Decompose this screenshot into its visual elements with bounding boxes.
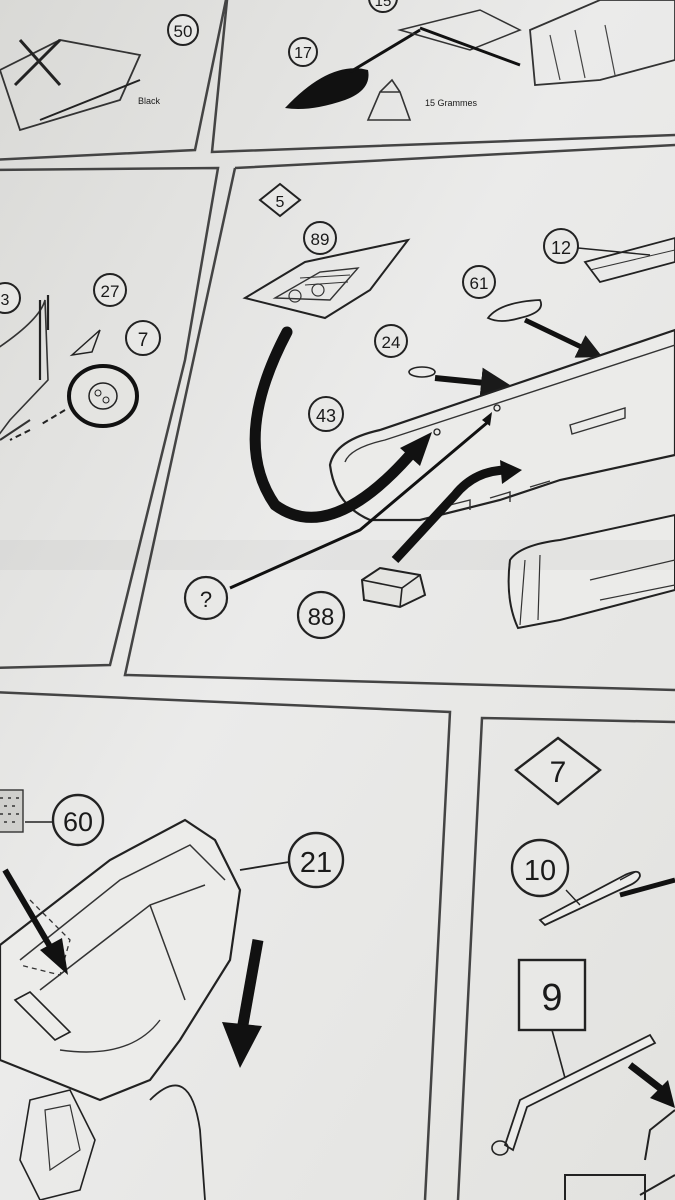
part-60-label: 60: [63, 807, 93, 837]
part-24-callout: [374, 324, 408, 358]
cockpit-part-89: [242, 238, 411, 320]
step-7-panel: 7 10 9: [456, 716, 675, 1200]
wing-part-21: [0, 818, 242, 1200]
part-12-callout: [543, 228, 579, 264]
part-61-label: 61: [470, 274, 489, 293]
small-part-24: [408, 366, 436, 378]
part-7-label: 7: [138, 330, 149, 351]
step-7-marker: 7: [514, 736, 602, 806]
step-5-number: 5: [276, 194, 285, 211]
ballast-weight: [366, 78, 412, 121]
part-27-callout: [93, 273, 127, 307]
part-61-callout: [462, 265, 496, 299]
black-note: Black: [138, 96, 161, 106]
grammes-note: 15 Grammes: [425, 98, 478, 108]
part-88-callout: [296, 590, 346, 640]
engine-nacelle: [529, 0, 675, 86]
fuselage-part-43: [328, 328, 675, 522]
step-5-panel: 5 89 12 61 24: [123, 143, 675, 692]
part-89-label: 89: [311, 230, 330, 249]
part-21-label: 21: [300, 847, 332, 879]
nose-cone: [285, 68, 369, 109]
undercarriage-bay: [19, 1089, 96, 1200]
part-50-callout: [167, 14, 199, 46]
panel-part-12: [577, 237, 675, 284]
part-unknown-callout: [183, 575, 229, 621]
step-5-marker: 5: [258, 182, 302, 218]
part-21-callout: [287, 831, 345, 889]
part-89-callout: [303, 221, 337, 255]
top-right-panel: 17 15 Grammes 15: [210, 0, 675, 154]
rear-fuselage: [507, 513, 675, 630]
down-arrow: [236, 939, 264, 1031]
clear-part-61: [486, 299, 542, 322]
part-9-callout: 9: [517, 958, 587, 1032]
top-left-panel: 50 Black: [0, 0, 228, 161]
aileron: [13, 991, 72, 1041]
left-middle-panel: 3 27 7: [0, 166, 220, 670]
part-27-label: 27: [101, 282, 120, 301]
stipple-swatch: [0, 789, 24, 833]
part-3-callout: [0, 282, 21, 314]
part-50-label: 50: [174, 22, 193, 41]
part-10-label: 10: [524, 855, 556, 887]
part-15-callout: [368, 0, 398, 13]
wheel-icon: [67, 364, 139, 428]
part-unknown-label: ?: [200, 587, 212, 612]
part-3-label: 3: [1, 292, 10, 309]
part-24-label: 24: [382, 333, 401, 352]
bottom-left-panel: 60 21: [0, 691, 452, 1200]
part-10-callout: [510, 838, 570, 898]
block-part-88: [360, 566, 427, 609]
strut-lower: [0, 419, 31, 441]
diagonal-arrow: [2, 868, 58, 957]
fold-shadow: [0, 540, 675, 570]
part-17-label: 17: [294, 45, 312, 62]
step-7-number: 7: [550, 756, 567, 789]
rod-part-10: [538, 870, 641, 927]
part-43-label: 43: [316, 406, 336, 426]
part-9-label: 9: [541, 977, 562, 1019]
part-60-callout: [51, 793, 105, 847]
part-12-label: 12: [551, 238, 571, 258]
rod-part-9: [491, 1033, 657, 1156]
part-7-callout: [125, 320, 161, 356]
assembly-arrow-curve: [249, 326, 416, 523]
part-88-label: 88: [308, 604, 335, 631]
part-17-callout: [288, 37, 318, 67]
part-15-label: 15: [375, 0, 392, 10]
part-43-callout: [308, 396, 344, 432]
